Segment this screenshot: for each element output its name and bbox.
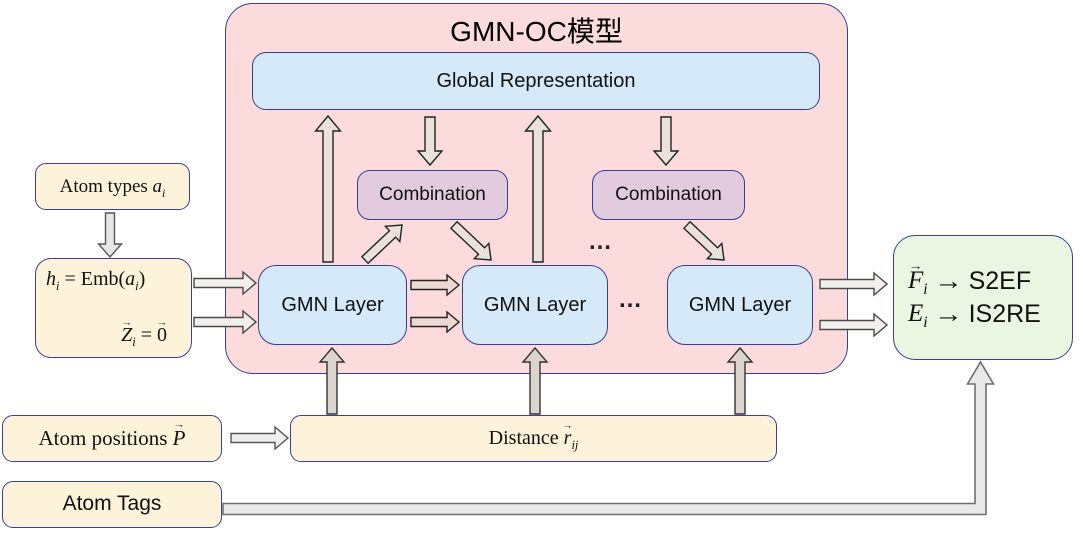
atom-tags-label: Atom Tags	[62, 492, 162, 516]
maps-to-arrow-icon: →	[933, 299, 963, 328]
initial-vector-equation: Zi = 0	[46, 324, 181, 348]
distance-box: Distance rij	[290, 415, 777, 462]
is2re-task-label: IS2RE	[968, 299, 1041, 328]
output-line-s2ef: Fi → S2EF	[908, 266, 1032, 297]
gmn-layer-2-label: GMN Layer	[483, 293, 587, 316]
combination-box-1: Combination	[357, 170, 508, 220]
combination-1-label: Combination	[379, 184, 486, 206]
arrow-atomtypes-to-embedding	[96, 212, 124, 259]
gmn-layer-box-2: GMN Layer	[462, 265, 608, 345]
embedding-box: hi = Emb(ai) Zi = 0	[35, 258, 192, 358]
atom-positions-label: Atom positions P	[38, 426, 185, 450]
arrow-positions-to-distance	[230, 425, 290, 451]
global-representation-label: Global Representation	[436, 69, 636, 92]
combination-2-label: Combination	[615, 184, 722, 206]
model-title: GMN-OC模型	[450, 16, 623, 47]
atom-types-box: Atom types ai	[35, 163, 190, 210]
gmn-layer-1-label: GMN Layer	[281, 293, 384, 316]
ellipsis-combination-path: …	[588, 228, 613, 255]
combination-box-2: Combination	[592, 170, 745, 220]
outputs-box: Fi → S2EF Ei → IS2RE	[893, 235, 1073, 360]
distance-label: Distance rij	[489, 427, 579, 451]
energy-symbol: Ei	[908, 299, 928, 331]
force-symbol: Fi	[908, 267, 928, 297]
gmn-layer-box-3: GMN Layer	[667, 265, 813, 345]
embedding-equation: hi = Emb(ai)	[46, 268, 146, 293]
global-representation-box: Global Representation	[252, 52, 820, 110]
gmn-layer-3-label: GMN Layer	[688, 293, 792, 316]
atom-tags-box: Atom Tags	[2, 481, 222, 528]
gmn-layer-box-1: GMN Layer	[258, 265, 407, 345]
ellipsis-layer-sequence: …	[618, 286, 643, 313]
s2ef-task-label: S2EF	[968, 266, 1032, 295]
atom-types-label: Atom types ai	[59, 175, 166, 200]
atom-positions-box: Atom positions P	[2, 415, 222, 462]
maps-to-arrow-icon: →	[933, 266, 963, 295]
output-line-is2re: Ei → IS2RE	[908, 299, 1041, 331]
